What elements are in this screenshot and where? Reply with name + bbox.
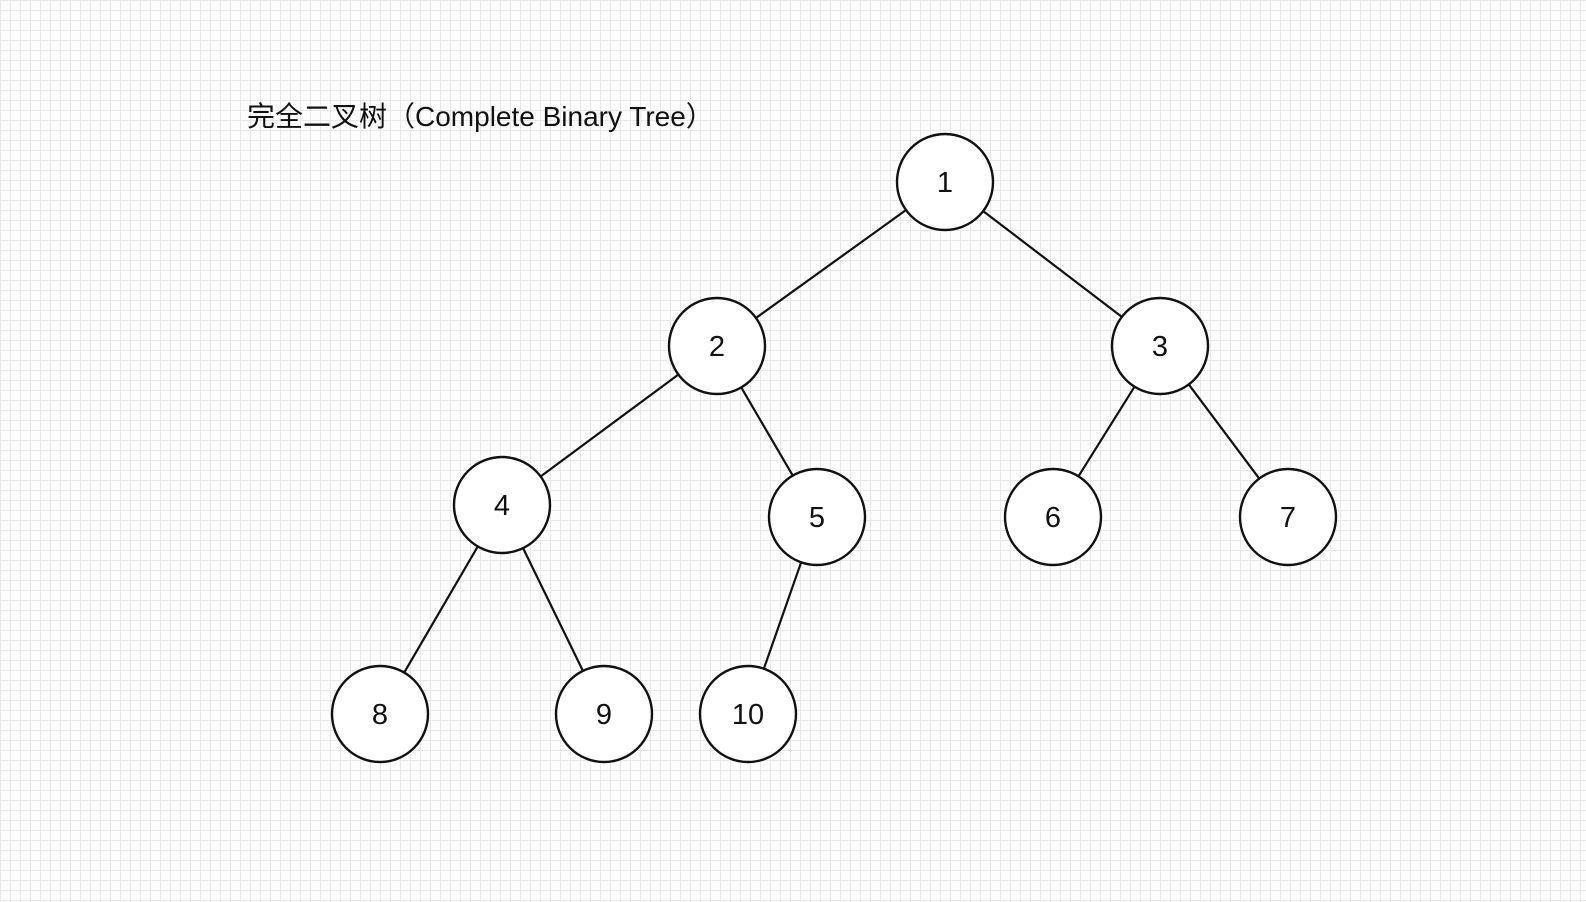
tree-edge-1-2 (754, 208, 908, 320)
node-circle-7 (1238, 467, 1338, 567)
tree-node-7[interactable]: 7 (1238, 467, 1338, 567)
node-circle-5 (767, 467, 867, 567)
edge-layer (403, 208, 1261, 674)
node-label-2: 2 (709, 331, 725, 363)
node-circle-6 (1003, 467, 1103, 567)
tree-edge-1-3 (982, 210, 1123, 318)
tree-node-8[interactable]: 8 (330, 664, 430, 764)
tree-node-9[interactable]: 9 (554, 664, 654, 764)
node-label-1: 1 (937, 167, 953, 199)
node-circle-4 (452, 455, 552, 555)
node-circle-3 (1110, 296, 1210, 396)
node-circle-8 (330, 664, 430, 764)
page-title: 完全二叉树（Complete Binary Tree） (247, 101, 714, 132)
tree-edge-5-10 (762, 561, 803, 670)
tree-edge-4-8 (403, 545, 479, 674)
tree-edge-4-9 (521, 547, 585, 672)
tree-node-6[interactable]: 6 (1003, 467, 1103, 567)
node-circle-1 (895, 132, 995, 232)
node-label-8: 8 (372, 699, 388, 731)
tree-node-1[interactable]: 1 (895, 132, 995, 232)
node-circle-9 (554, 664, 654, 764)
node-label-5: 5 (809, 502, 825, 534)
tree-edge-3-6 (1077, 385, 1136, 478)
node-label-10: 10 (732, 699, 764, 731)
node-label-6: 6 (1045, 502, 1061, 534)
tree-node-2[interactable]: 2 (667, 296, 767, 396)
node-circle-2 (667, 296, 767, 396)
node-label-9: 9 (596, 699, 612, 731)
tree-edge-3-7 (1187, 383, 1261, 480)
tree-edge-2-5 (740, 386, 794, 477)
tree-edge-2-4 (539, 373, 680, 478)
node-label-7: 7 (1280, 502, 1296, 534)
tree-node-10[interactable]: 10 (698, 664, 798, 764)
tree-node-4[interactable]: 4 (452, 455, 552, 555)
tree-node-5[interactable]: 5 (767, 467, 867, 567)
node-label-4: 4 (494, 490, 510, 522)
node-circle-10 (698, 664, 798, 764)
node-layer: 1 2 3 4 5 6 7 8 9 10 (330, 132, 1338, 764)
tree-node-3[interactable]: 3 (1110, 296, 1210, 396)
node-label-3: 3 (1152, 331, 1168, 363)
